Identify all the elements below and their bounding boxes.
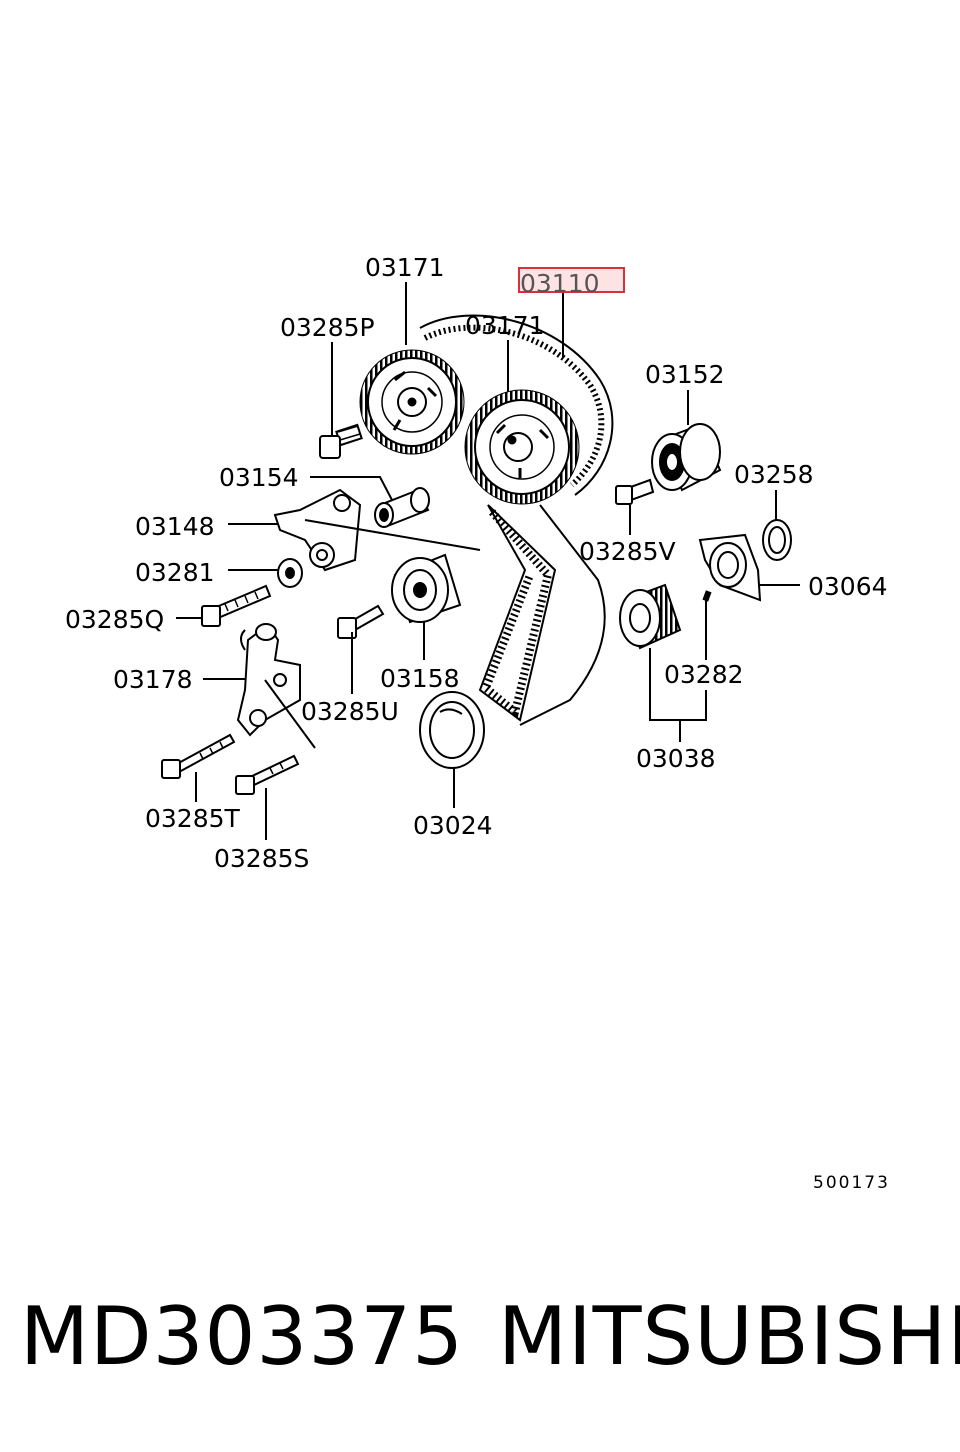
bolt-03285P	[319, 423, 363, 459]
part-number: MD303375	[20, 1290, 465, 1383]
bolt-03285V	[615, 478, 655, 505]
label-03285Q[interactable]: 03285Q	[65, 605, 164, 634]
label-03110[interactable]: 03110	[520, 269, 600, 298]
label-03158[interactable]: 03158	[380, 664, 460, 693]
label-03285U[interactable]: 03285U	[301, 697, 399, 726]
tensioner-bracket-03178	[236, 623, 316, 749]
diagram-code: 500173	[813, 1173, 890, 1193]
label-03152[interactable]: 03152	[645, 360, 725, 389]
label-03148[interactable]: 03148	[135, 512, 215, 541]
camshaft-sprocket-left	[359, 349, 465, 455]
leader-lines	[176, 282, 800, 840]
highlight-box	[518, 267, 625, 293]
oil-seal-03258	[762, 519, 792, 561]
bolt-03285T	[161, 733, 236, 779]
washer-03281	[277, 558, 303, 588]
label-03064[interactable]: 03064	[808, 572, 888, 601]
crankshaft-sprocket	[619, 583, 682, 650]
label-03154[interactable]: 03154	[219, 463, 299, 492]
bolt-03285U	[337, 604, 385, 639]
label-03285S[interactable]: 03285S	[214, 844, 309, 873]
label-03024[interactable]: 03024	[413, 811, 493, 840]
cover-plate-03024	[419, 691, 485, 769]
camshaft-sprocket-right	[464, 389, 580, 505]
label-03171-right[interactable]: 03171	[465, 311, 545, 340]
brand-name: MITSUBISHI	[498, 1290, 960, 1383]
label-03258[interactable]: 03258	[734, 460, 814, 489]
idler-pulley-03152	[651, 423, 722, 492]
bolt-03285Q	[201, 584, 272, 627]
tensioner-arm-03148	[273, 488, 481, 572]
tensioner-pulley-03158	[391, 553, 462, 624]
timing-belt	[419, 314, 614, 726]
key-03282	[702, 590, 712, 602]
label-03171-left[interactable]: 03171	[365, 253, 445, 282]
label-03281[interactable]: 03281	[135, 558, 215, 587]
label-03285V[interactable]: 03285V	[579, 537, 676, 566]
spacer-03154	[374, 487, 430, 528]
label-03285T[interactable]: 03285T	[145, 804, 241, 833]
label-03285P[interactable]: 03285P	[280, 313, 375, 342]
label-03282[interactable]: 03282	[664, 660, 744, 689]
flange-03064	[698, 533, 762, 602]
bolt-03285S	[235, 754, 300, 795]
label-03038[interactable]: 03038	[636, 744, 716, 773]
label-03178[interactable]: 03178	[113, 665, 193, 694]
